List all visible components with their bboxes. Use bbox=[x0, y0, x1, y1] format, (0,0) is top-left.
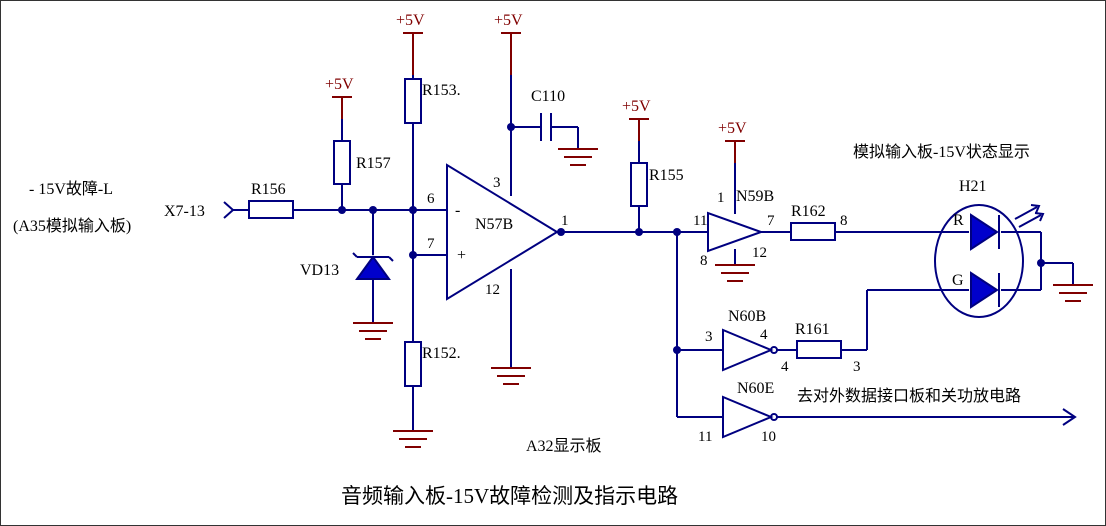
inverter-n60b bbox=[722, 328, 774, 372]
r156-label: R156 bbox=[251, 181, 286, 198]
pin-label: 8 bbox=[840, 213, 848, 229]
led-g-label: G bbox=[952, 272, 964, 289]
svg-text:+5V: +5V bbox=[325, 76, 354, 93]
pin-label: 11 bbox=[693, 213, 707, 229]
junctions bbox=[338, 123, 1045, 354]
resistor-r161 bbox=[796, 340, 842, 359]
pin-label: 11 bbox=[698, 429, 712, 445]
inverter-n60e bbox=[722, 395, 774, 439]
c110-label: C110 bbox=[531, 88, 565, 105]
led-h21 bbox=[934, 204, 1045, 318]
svg-text:+5V: +5V bbox=[396, 12, 425, 29]
resistor-r157 bbox=[333, 140, 351, 185]
power-r153: +5V bbox=[396, 12, 425, 75]
pin-label: 12 bbox=[752, 245, 767, 261]
ground-led bbox=[1053, 284, 1093, 302]
r155-label: R155 bbox=[649, 167, 684, 184]
ground-n57 bbox=[491, 367, 531, 385]
pin-label: 10 bbox=[761, 429, 776, 445]
ground-vd13 bbox=[353, 322, 393, 340]
led-r-label: R bbox=[953, 212, 964, 229]
board-label: A32显示板 bbox=[526, 437, 602, 455]
resistor-r156 bbox=[248, 200, 294, 219]
pin-label: 7 bbox=[767, 213, 775, 229]
n60b-label: N60B bbox=[728, 308, 766, 325]
pin-label: 4 bbox=[781, 359, 789, 375]
output-dest-label: 去对外数据接口板和关功放电路 bbox=[797, 387, 1021, 405]
r162-label: R162 bbox=[791, 203, 826, 220]
pin-sign-neg: - bbox=[455, 202, 460, 219]
pin-label: 7 bbox=[427, 236, 435, 252]
power-n57: +5V bbox=[494, 12, 523, 75]
resistor-r153 bbox=[404, 78, 422, 124]
connector-label: X7-13 bbox=[164, 203, 205, 220]
power-n59: +5V bbox=[718, 120, 747, 163]
svg-text:+5V: +5V bbox=[718, 120, 747, 137]
ground-r152 bbox=[393, 430, 433, 448]
resistor-r155 bbox=[630, 162, 648, 207]
opamp-n57b bbox=[446, 163, 559, 301]
inverter-n60e-bubble bbox=[770, 413, 778, 421]
pin-sign-pos: + bbox=[457, 247, 466, 264]
resistor-r162 bbox=[790, 222, 836, 241]
pin-label: 6 bbox=[427, 191, 435, 207]
n60e-label: N60E bbox=[737, 380, 774, 397]
r152-label: R152. bbox=[422, 345, 461, 362]
ground-n59 bbox=[715, 264, 755, 282]
pin-label: 3 bbox=[853, 359, 861, 375]
r153-label: R153. bbox=[422, 82, 461, 99]
pin-label: 8 bbox=[700, 253, 708, 269]
pin-label: 1 bbox=[717, 190, 725, 206]
n57b-label: N57B bbox=[475, 216, 513, 233]
connector-x7-13 bbox=[223, 201, 235, 219]
wires bbox=[233, 75, 1074, 431]
inverter-n60b-bubble bbox=[770, 346, 778, 354]
svg-text:+5V: +5V bbox=[622, 98, 651, 115]
output-arrow-icon bbox=[1062, 408, 1077, 426]
pin-label: 12 bbox=[485, 282, 500, 298]
power-r157: +5V bbox=[325, 76, 354, 119]
h21-label: H21 bbox=[959, 178, 987, 195]
zener-diode-vd13 bbox=[352, 252, 394, 280]
r157-label: R157 bbox=[356, 155, 391, 172]
indicator-label: 模拟输入板-15V状态显示 bbox=[853, 143, 1030, 161]
pin-label: 1 bbox=[561, 213, 569, 229]
input-source-label: (A35模拟输入板) bbox=[13, 217, 131, 235]
input-signal-label: - 15V故障-L bbox=[29, 180, 113, 198]
power-r155: +5V bbox=[622, 98, 651, 141]
resistor-r152 bbox=[404, 341, 422, 387]
r161-label: R161 bbox=[795, 321, 830, 338]
buffer-n59b bbox=[707, 211, 764, 253]
capacitor-c110 bbox=[540, 113, 552, 141]
diagram-title: 音频输入板-15V故障检测及指示电路 bbox=[341, 484, 678, 508]
n59b-label: N59B bbox=[736, 188, 774, 205]
pin-label: 4 bbox=[760, 327, 768, 343]
pin-label: 3 bbox=[705, 329, 713, 345]
ground-c110 bbox=[558, 148, 598, 166]
svg-text:+5V: +5V bbox=[494, 12, 523, 29]
vd13-label: VD13 bbox=[300, 262, 339, 279]
pin-label: 3 bbox=[493, 175, 501, 191]
